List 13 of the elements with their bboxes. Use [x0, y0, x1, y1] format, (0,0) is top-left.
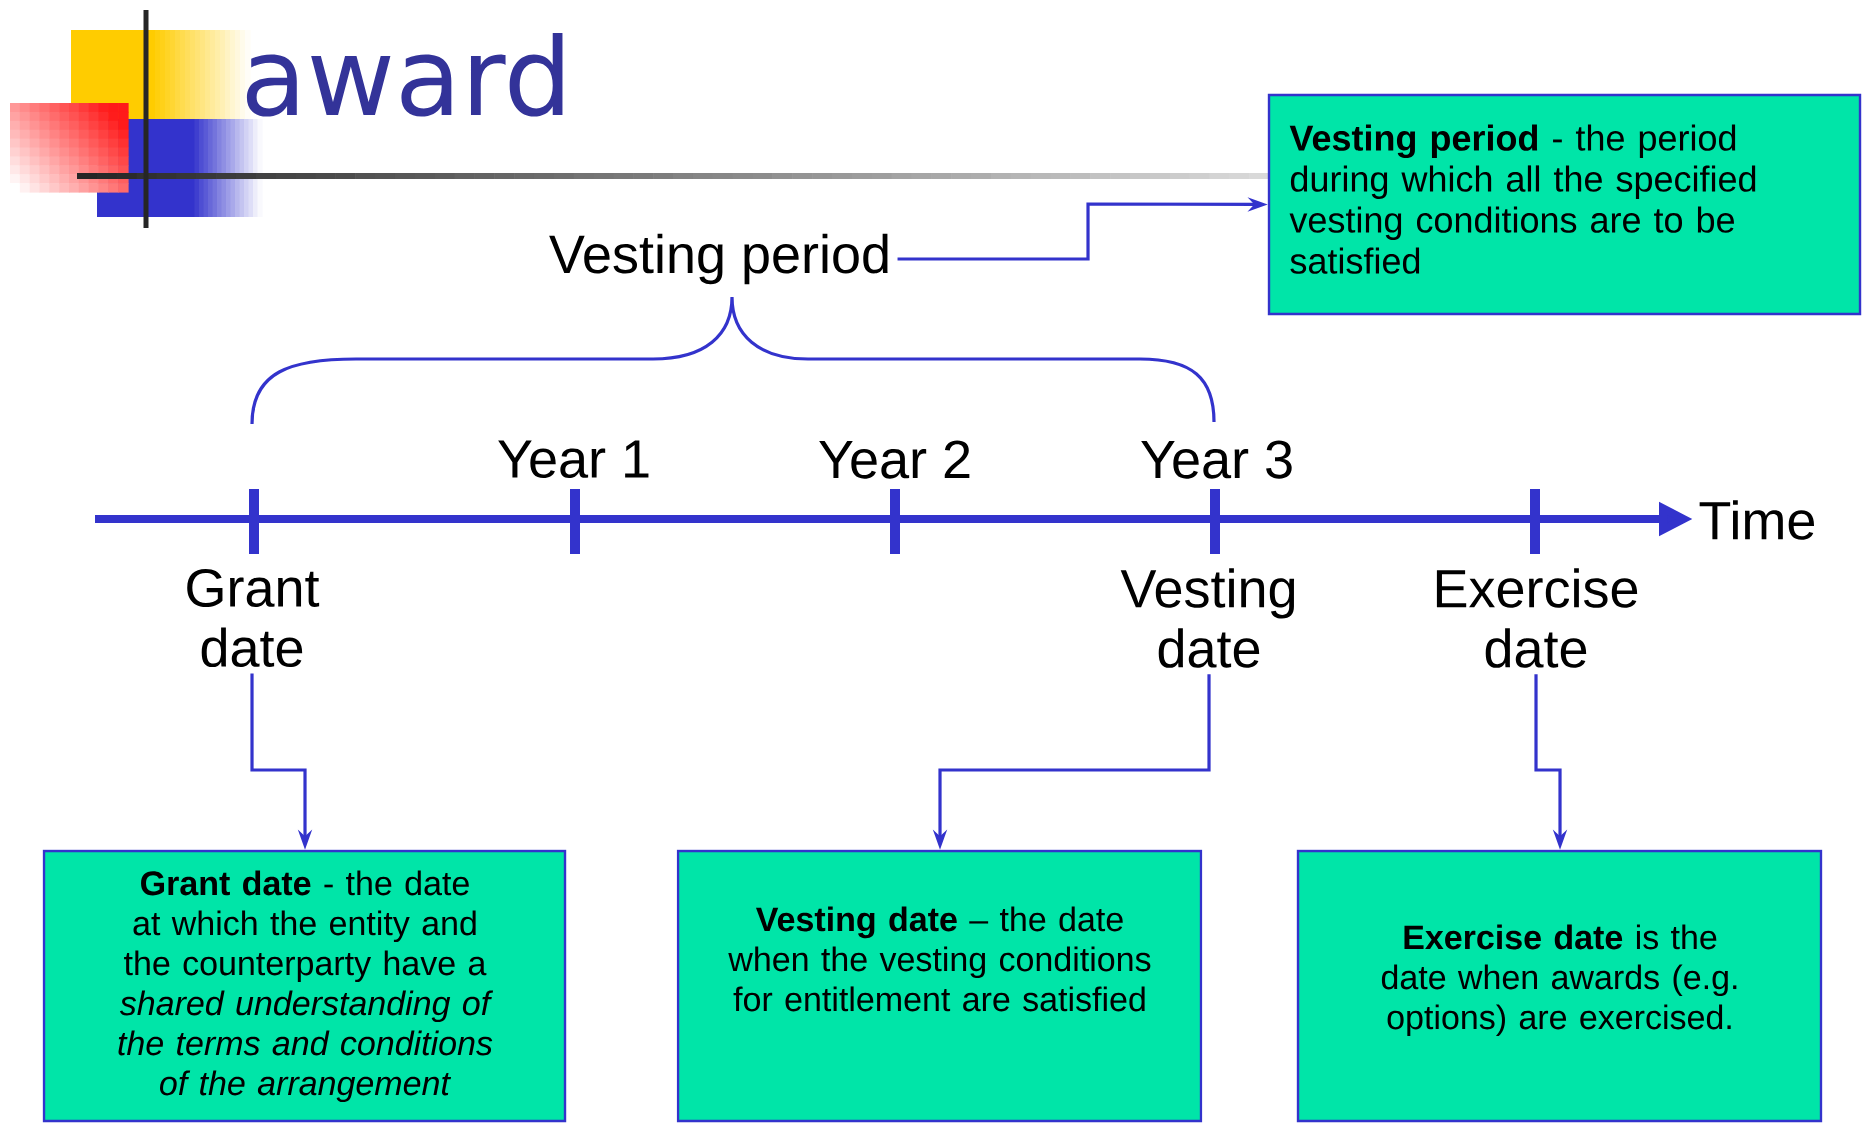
- date-label: Vesting date: [1120, 568, 1295, 668]
- date-label: Vesting period: [549, 233, 888, 285]
- definition-box: Vesting period - the period during which all the specified vesting conditions are to be satisfied: [1267, 93, 1862, 316]
- date-label: Grant date: [187, 568, 320, 668]
- definition-box: Vesting date – the date when the vesting conditions for entitlement are satisfied: [676, 849, 1203, 1123]
- title: award: [246, 32, 563, 117]
- definition-box: Exercise date is the date when awards (e.g. options) are exercised.: [1296, 849, 1823, 1123]
- definition-box: Grant date - the date at which the entity and the counterparty have a shared understanding of the terms and conditions of the arrangement: [42, 849, 567, 1123]
- axis-label: Year 1: [498, 440, 649, 479]
- axis-label: Time: [1699, 500, 1814, 540]
- axis-label: Year 3: [1141, 440, 1292, 479]
- date-label: Exercise date: [1436, 568, 1638, 668]
- axis-label: Year 2: [819, 440, 970, 479]
